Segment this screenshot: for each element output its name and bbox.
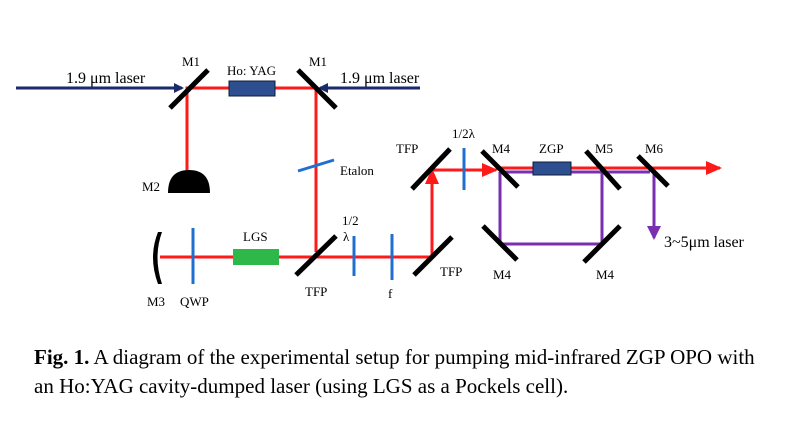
mirror-m2 [168, 170, 210, 193]
laser-beam-upper-cavity [185, 86, 318, 252]
experimental-setup-diagram: M1 M1 1.9 μm laser 1.9 μm laser Ho: YAG … [16, 54, 745, 309]
lgs-crystal [233, 249, 279, 265]
label-half-wave-top: 1/2 [342, 213, 359, 228]
caption-fig-number: Fig. 1. [34, 345, 90, 369]
label-m2: M2 [142, 179, 160, 194]
mirror-tfp-upper [410, 147, 452, 191]
mirror-tfp-cavity [294, 234, 338, 277]
mirror-m4-top [480, 149, 520, 189]
label-m4-lower-left: M4 [493, 267, 512, 282]
mirror-m5 [584, 149, 622, 191]
label-half-wave-bottom: λ [343, 229, 350, 244]
hoyag-crystal [228, 80, 276, 97]
label-m3: M3 [147, 294, 165, 309]
label-tfp-upper: TFP [396, 141, 418, 156]
label-etalon: Etalon [340, 163, 374, 178]
figure-caption: Fig. 1. A diagram of the experimental se… [34, 343, 774, 401]
label-output: 3~5μm laser [664, 234, 745, 251]
label-qwp: QWP [180, 294, 209, 309]
label-m4-top: M4 [492, 141, 511, 156]
label-half-wave-upper: 1/2λ [452, 126, 476, 141]
zgp-crystal [532, 161, 572, 176]
label-m4-lower-right: M4 [596, 267, 615, 282]
mirror-tfp-lower [412, 235, 454, 277]
mirror-m1-left [168, 68, 210, 110]
label-tfp-lower: TFP [440, 264, 462, 279]
label-hoyag: Ho: YAG [227, 63, 276, 78]
etalon [297, 158, 335, 173]
label-f: f [388, 286, 393, 301]
label-lgs: LGS [243, 229, 268, 244]
mirror-m1-right [296, 68, 338, 110]
mirror-m4-lower-right [582, 224, 622, 264]
label-m6: M6 [645, 141, 664, 156]
label-tfp-cavity: TFP [305, 284, 327, 299]
mirror-m4-lower-left [481, 224, 519, 262]
label-m5: M5 [595, 141, 613, 156]
label-laser-in-right: 1.9 μm laser [340, 70, 420, 87]
mirror-m3 [153, 232, 162, 284]
label-m1-left: M1 [182, 54, 200, 69]
label-zgp: ZGP [539, 141, 564, 156]
mirror-m6 [636, 154, 670, 188]
label-m1-right: M1 [309, 54, 327, 69]
caption-text: A diagram of the experimental setup for … [34, 345, 755, 398]
label-laser-in-left: 1.9 μm laser [66, 70, 146, 87]
